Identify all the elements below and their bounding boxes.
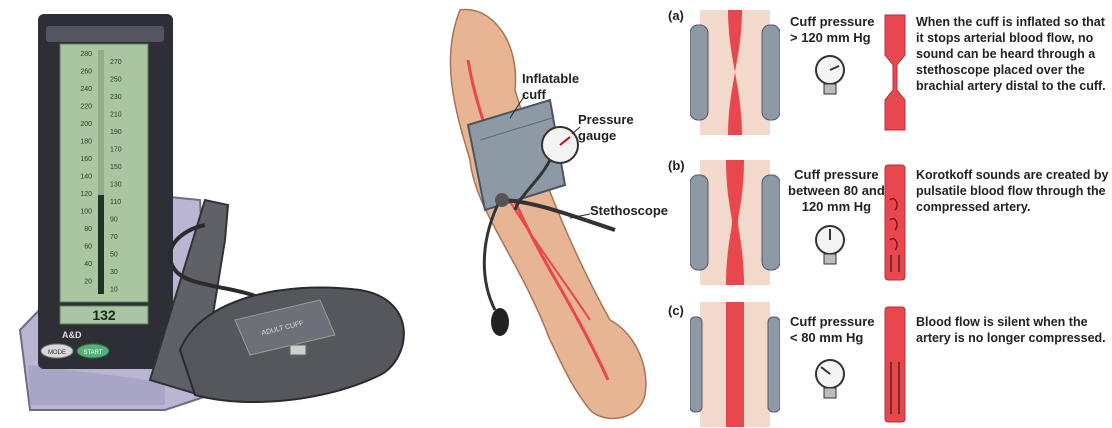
scale-tick-right: 110 xyxy=(110,199,121,206)
scale-tick-right: 230 xyxy=(110,94,122,101)
scale-tick-left: 220 xyxy=(80,104,92,111)
panel-c-gauge-icon xyxy=(812,356,848,402)
start-button-label: START xyxy=(83,350,102,356)
panel-b-description: Korotkoff sounds are created by pulsatil… xyxy=(916,167,1108,215)
scale-tick-left: 240 xyxy=(80,86,92,93)
panel-a-artery-long xyxy=(880,10,910,135)
scale-tick-right: 210 xyxy=(110,112,122,119)
panel-a-description: When the cuff is inflated so that it sto… xyxy=(916,14,1106,94)
panel-c-letter: (c) xyxy=(668,303,684,318)
label-pressure-gauge: Pressure gauge xyxy=(578,112,634,144)
scale-tick-left: 140 xyxy=(80,174,92,181)
scale-tick-right: 90 xyxy=(110,217,118,224)
label-stethoscope: Stethoscope xyxy=(590,203,668,219)
bp-monitor-illustration: 280 260 240 220 200 180 160 140 120 100 80 60 40 20 2… xyxy=(0,0,430,428)
panel-c-artery-long xyxy=(880,302,910,427)
panel-b-pressure: Cuff pressure between 80 and 120 mm Hg xyxy=(788,167,885,215)
panel-a-gauge-icon xyxy=(812,52,848,98)
scale-tick-left: 120 xyxy=(80,191,92,198)
panel-c-pressure: Cuff pressure < 80 mm Hg xyxy=(790,314,875,346)
scale-tick-right: 30 xyxy=(110,269,118,276)
panel-b-gauge-icon xyxy=(812,222,848,268)
scale-tick-left: 20 xyxy=(84,279,92,286)
label-inflatable-cuff: Inflatable cuff xyxy=(522,71,579,103)
panel-a-pressure: Cuff pressure > 120 mm Hg xyxy=(790,14,875,46)
panel-b-artery-cross xyxy=(690,160,780,285)
scale-tick-right: 190 xyxy=(110,129,122,136)
mercury-bar xyxy=(98,195,104,294)
scale-tick-right: 70 xyxy=(110,234,118,241)
panel-a-artery-cross xyxy=(690,10,780,135)
pressure-reading: 132 xyxy=(92,307,116,323)
mode-button-label: MODE xyxy=(48,350,66,356)
brand-logo: A&D xyxy=(62,330,82,340)
scale-tick-left: 60 xyxy=(84,244,92,251)
scale-tick-right: 10 xyxy=(110,287,118,294)
scale-tick-right: 50 xyxy=(110,252,118,259)
scale-tick-right: 170 xyxy=(110,147,122,154)
scale-tick-right: 150 xyxy=(110,164,122,171)
scale-tick-right: 250 xyxy=(110,77,122,84)
scale-tick-left: 280 xyxy=(80,51,92,58)
scale-tick-left: 200 xyxy=(80,121,92,128)
scale-tick-left: 100 xyxy=(80,209,92,216)
panel-b-letter: (b) xyxy=(668,158,685,173)
panel-a-letter: (a) xyxy=(668,8,684,23)
panel-c-description: Blood flow is silent when the artery is … xyxy=(916,314,1106,346)
scale-tick-right: 270 xyxy=(110,59,122,66)
panel-c-artery-cross xyxy=(690,302,780,427)
scale-tick-left: 260 xyxy=(80,69,92,76)
scale-tick-left: 180 xyxy=(80,139,92,146)
scale-tick-left: 80 xyxy=(84,226,92,233)
scale-tick-left: 160 xyxy=(80,156,92,163)
scale-tick-left: 40 xyxy=(84,261,92,268)
panel-b-artery-long xyxy=(880,160,910,285)
scale-tick-right: 130 xyxy=(110,182,122,189)
